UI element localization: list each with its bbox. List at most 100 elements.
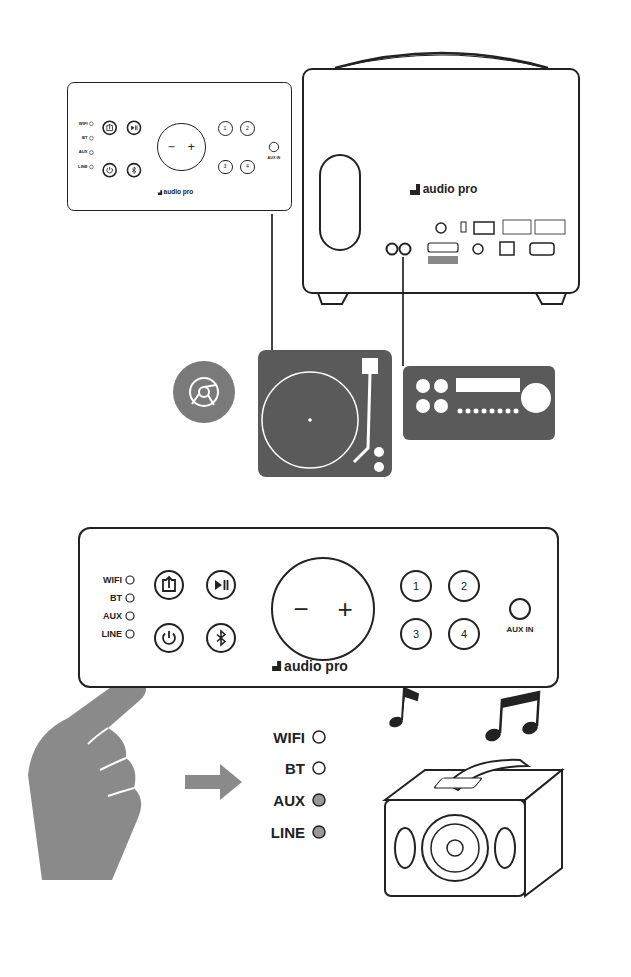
preset-button: 3: [400, 618, 432, 650]
preset-button: 1: [400, 570, 432, 602]
led: [126, 630, 134, 638]
rca-jack: [387, 244, 398, 255]
handle: [335, 53, 548, 68]
preset-number: 2: [246, 126, 249, 131]
bluetooth-icon: [132, 167, 136, 174]
button-icon: [103, 164, 116, 177]
led-label: LINE: [101, 630, 122, 639]
receiver-dot: [514, 409, 519, 414]
led: [90, 136, 94, 140]
button-icon: [127, 164, 140, 177]
button-icon: [155, 571, 183, 599]
preset-number: 1: [413, 581, 419, 592]
music-note: [502, 692, 539, 708]
led: [126, 594, 134, 602]
volume-dial: −+: [271, 557, 375, 661]
led-label: LINE: [271, 825, 305, 840]
cast-logo: [192, 385, 216, 405]
receiver-dot: [474, 409, 479, 414]
receiver-dot: [498, 409, 503, 414]
receiver-dot: [506, 409, 511, 414]
front-panel: WIFIBTAUXLINEaudio proAUX IN−+1234: [78, 527, 559, 688]
receiver-button: [416, 399, 430, 413]
knob: [374, 462, 384, 472]
led: [126, 612, 134, 620]
port: [461, 222, 466, 232]
led-off: [313, 762, 325, 774]
rca-jack: [400, 244, 411, 255]
ethernet-port: [500, 242, 514, 255]
rating-plate: [503, 220, 531, 234]
led: [126, 576, 134, 584]
icon-button: [207, 571, 235, 599]
music-note: [402, 688, 418, 720]
receiver-display: [456, 378, 520, 392]
speaker-port: [495, 828, 515, 868]
preset-button: 1: [218, 121, 233, 136]
icon-button: [207, 624, 235, 652]
reset-button: [436, 223, 446, 233]
icon-button: [127, 164, 140, 177]
brand-logo: audio pro: [164, 189, 194, 196]
play-icon: [131, 125, 134, 130]
led-label: WIFI: [79, 122, 88, 126]
power-icon: [109, 167, 110, 170]
speaker-port: [395, 828, 415, 868]
warning-plate: [535, 220, 565, 234]
receiver-knob: [521, 383, 551, 413]
receiver-dot: [458, 409, 463, 414]
turntable: [258, 350, 392, 477]
usb-port: [474, 222, 494, 234]
aux-jack: [269, 142, 278, 151]
brand-mark: [158, 190, 162, 195]
speaker-panel: [434, 778, 482, 788]
music-note: [500, 692, 539, 733]
led-label: WIFI: [273, 730, 305, 745]
hand: [28, 676, 146, 880]
icon-button: [155, 624, 183, 652]
jack-label: AUX IN: [506, 626, 533, 634]
volume-sign: −: [168, 141, 175, 153]
led-label: AUX: [79, 150, 88, 154]
brand-logo: audio pro: [284, 659, 348, 673]
front-panel: WIFIBTAUXLINEaudio proAUX IN−+1234: [67, 82, 292, 211]
icon-button: [103, 164, 116, 177]
tonearm-base: [362, 358, 378, 374]
woofer: [431, 824, 479, 872]
led: [90, 165, 94, 169]
woofer: [422, 815, 488, 881]
power-socket: [530, 243, 554, 255]
foot: [318, 293, 348, 304]
aux-jack: [510, 599, 530, 619]
volume-sign: +: [188, 141, 195, 153]
preset-number: 2: [461, 581, 467, 592]
led-label: LINE: [78, 165, 88, 169]
led-label: WIFI: [103, 576, 122, 585]
switch: [428, 243, 458, 252]
leader-line: [271, 214, 273, 350]
led: [90, 122, 94, 126]
receiver-dot: [490, 409, 495, 414]
preset-button: 4: [448, 618, 480, 650]
handle-inner: [345, 55, 538, 66]
sub-out: [473, 244, 483, 254]
led-label: AUX: [103, 612, 122, 621]
speaker-side: [525, 770, 562, 896]
tonearm: [354, 374, 370, 462]
platter: [262, 372, 358, 468]
play-icon: [215, 580, 222, 590]
button-icon: [103, 121, 116, 134]
volume-sign: +: [337, 596, 352, 622]
bluetooth-icon: [217, 631, 225, 645]
led-label: BT: [110, 594, 122, 603]
receiver-button: [434, 379, 448, 393]
button-icon: [207, 571, 235, 599]
share-icon: [166, 577, 173, 588]
volume-sign: −: [293, 596, 308, 622]
bass-port: [320, 155, 360, 250]
jack-label: AUX IN: [268, 157, 281, 161]
led: [90, 151, 94, 155]
brand-mark: [272, 661, 281, 671]
preset-number: 4: [246, 164, 249, 169]
preset-number: 4: [461, 629, 467, 640]
